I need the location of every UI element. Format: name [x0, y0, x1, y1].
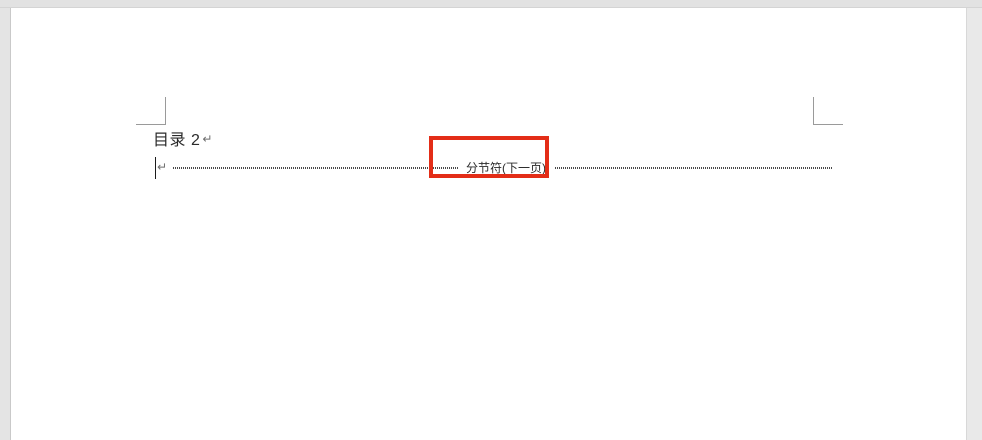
workspace-top-strip	[0, 0, 982, 8]
workspace-right-strip	[966, 8, 982, 440]
paragraph-mark-icon: ↵	[202, 132, 213, 146]
margin-mark-horizontal-arm	[813, 124, 843, 125]
workspace-left-strip	[0, 8, 11, 440]
section-break-caption: 分节符(下一页)	[466, 161, 546, 175]
margin-mark-vertical-arm	[813, 97, 814, 125]
text-cursor	[155, 157, 156, 179]
margin-mark-horizontal-arm	[136, 124, 166, 125]
paragraph-mark-icon: ↵	[157, 160, 168, 174]
margin-mark-top-right	[813, 97, 843, 125]
document-page[interactable]: 目录 2↵ ↵ 分节符(下一页)	[12, 9, 966, 440]
margin-mark-top-left	[136, 97, 166, 125]
heading-line[interactable]: 目录 2↵	[153, 129, 213, 151]
heading-text: 目录 2	[153, 132, 201, 149]
margin-mark-vertical-arm	[165, 97, 166, 125]
section-break-line[interactable]: ↵ 分节符(下一页)	[153, 157, 833, 181]
